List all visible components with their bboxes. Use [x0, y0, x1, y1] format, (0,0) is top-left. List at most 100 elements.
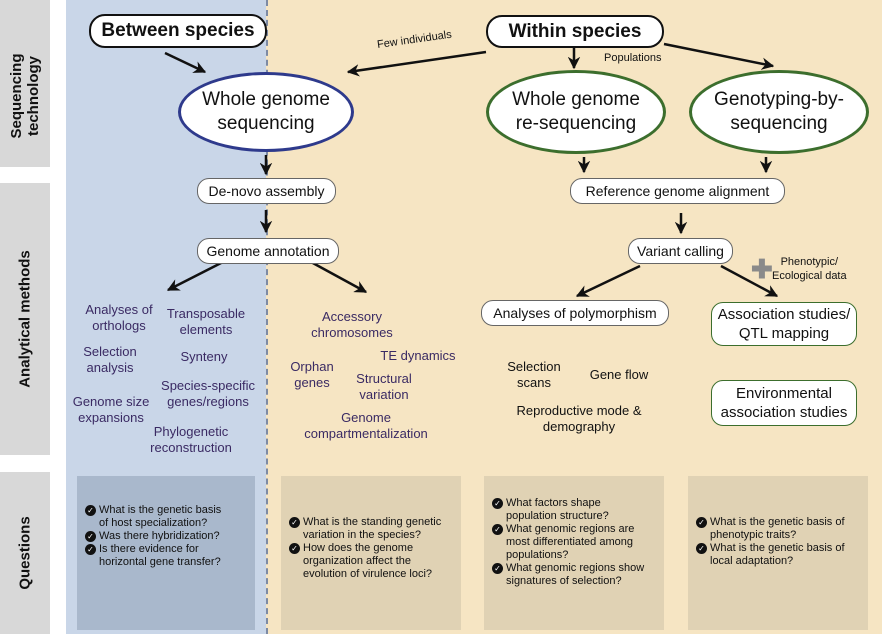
method-selection-1: Selection [83, 344, 137, 359]
method-te-dynamics-1: TE dynamics [380, 348, 456, 363]
question-line: What genomic regions are [506, 523, 635, 535]
wgs-line-2: sequencing [217, 113, 315, 134]
polymorphism-analysis-step: Analyses of polymorphism [481, 300, 669, 326]
panel-divider [266, 0, 268, 634]
method-reproductive-1: Reproductive mode & [516, 403, 642, 418]
question-line: phenotypic traits? [710, 529, 797, 541]
method-accessory-chromosomes: Accessory chromosomes [300, 309, 404, 341]
reference-alignment-step: Reference genome alignment [570, 178, 785, 204]
question-line: organization affect the [303, 555, 412, 567]
check-icon: ✓ [85, 531, 96, 542]
whole-genome-sequencing-node: Whole genome sequencing [178, 72, 354, 152]
question-line: What is the genetic basis of [710, 516, 845, 528]
arrow-variant-to-association [720, 264, 779, 298]
association-line-2: QTL mapping [738, 325, 830, 342]
method-selection-analysis: Selection analysis [78, 344, 142, 376]
method-orthologs-1: Analyses of [85, 302, 153, 317]
method-orphan-1: Orphan [290, 359, 334, 374]
genome-annotation-step: Genome annotation [197, 238, 339, 264]
method-te-dynamics: TE dynamics [378, 348, 458, 364]
method-gene-flow-1: Gene flow [589, 367, 649, 382]
method-species-specific: Species-specific genes/regions [158, 378, 258, 410]
whole-genome-resequencing-node: Whole genome re-sequencing [486, 70, 666, 154]
question-line: variation in the species? [303, 529, 422, 541]
question-line: horizontal gene transfer? [99, 556, 221, 568]
check-icon: ✓ [85, 544, 96, 555]
question-line: How does the genome [303, 542, 414, 554]
method-species-specific-2: genes/regions [167, 394, 249, 409]
question-line: populations? [506, 549, 569, 561]
method-orthologs: Analyses of orthologs [83, 302, 155, 334]
phenotypic-data-label: Phenotypic/ Ecological data [772, 255, 847, 283]
method-orthologs-2: orthologs [92, 318, 146, 333]
genotyping-by-sequencing-node: Genotyping-by- sequencing [689, 70, 869, 154]
gbs-line-1: Genotyping-by- [714, 89, 844, 110]
gbs-line-2: sequencing [730, 113, 828, 134]
method-compartmentalization: Genome compartmentalization [292, 410, 440, 442]
side-tab-questions [0, 472, 50, 634]
phenotypic-line-2: Ecological data [772, 270, 847, 282]
question-line: most differentiated among [506, 536, 633, 548]
question-line: What is the genetic basis of [710, 542, 845, 554]
wgrs-line-1: Whole genome [512, 89, 640, 110]
check-icon: ✓ [492, 524, 503, 535]
within-species-header: Within species [486, 15, 664, 48]
method-te-2: elements [179, 322, 233, 337]
question-line: Was there hybridization? [99, 530, 220, 542]
arrow-within-to-wgs [346, 50, 487, 77]
question-line: Is there evidence for [99, 543, 199, 555]
arrow-within-to-gbs [663, 42, 775, 70]
method-genome-size-2: expansions [78, 410, 144, 425]
method-structural-1: Structural [356, 371, 412, 386]
question-line: evolution of virulence loci? [303, 568, 433, 580]
arrow-between-to-wgs [164, 51, 207, 74]
method-reproductive-2: demography [542, 419, 616, 434]
environmental-association-box: Environmental association studies [711, 380, 857, 426]
method-selection-scans: Selection scans [502, 359, 566, 391]
method-accessory-1: Accessory [322, 309, 382, 324]
method-orphan-genes: Orphan genes [287, 359, 337, 391]
association-line-1: Association studies/ [717, 306, 851, 323]
method-structural-2: variation [359, 387, 409, 402]
arrow-variant-to-polymorphism [575, 264, 641, 298]
check-icon: ✓ [289, 543, 300, 554]
method-selection-scans-2: scans [517, 375, 551, 390]
check-icon: ✓ [492, 563, 503, 574]
variant-calling-step: Variant calling [628, 238, 733, 264]
method-transposable-elements: Transposable elements [165, 306, 247, 338]
check-icon: ✓ [85, 505, 96, 516]
method-compartmentalization-1: Genome [341, 410, 391, 425]
side-tab-analytical [0, 183, 50, 455]
check-icon: ✓ [289, 517, 300, 528]
question-item: ✓Was there hybridization? [85, 530, 247, 543]
environmental-line-2: association studies [720, 404, 848, 421]
method-selection-2: analysis [86, 360, 134, 375]
question-line: What factors shape [506, 497, 601, 509]
populations-label: Populations [604, 52, 662, 64]
method-species-specific-1: Species-specific [161, 378, 255, 393]
plus-icon: ✚ [751, 254, 773, 284]
question-line: population structure? [506, 510, 609, 522]
method-synteny: Synteny [178, 349, 230, 365]
method-gene-flow: Gene flow [585, 367, 653, 383]
method-compartmentalization-2: compartmentalization [304, 426, 428, 441]
arrow-annotation-to-between-methods [166, 260, 224, 292]
denovo-assembly-step: De-novo assembly [197, 178, 336, 204]
method-phylogenetic-1: Phylogenetic [153, 424, 229, 439]
check-icon: ✓ [696, 543, 707, 554]
method-accessory-2: chromosomes [311, 325, 393, 340]
arrow-annotation-to-within-methods [310, 260, 368, 294]
method-synteny-1: Synteny [180, 349, 228, 364]
phenotypic-line-1: Phenotypic/ [780, 256, 839, 268]
method-structural-variation: Structural variation [352, 371, 416, 403]
